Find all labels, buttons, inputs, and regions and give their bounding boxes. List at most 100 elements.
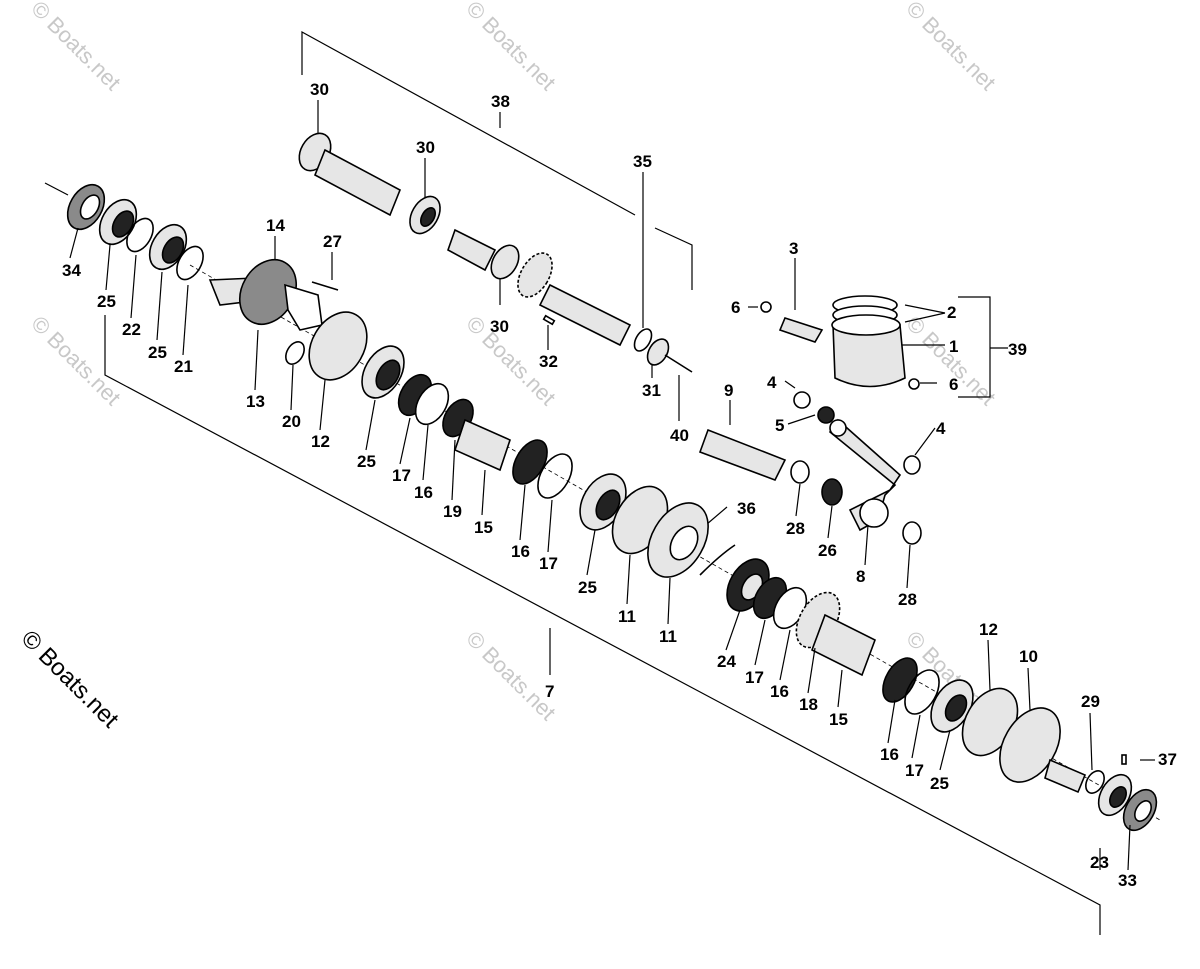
callout-35: 35	[633, 152, 652, 171]
crankshaft-assembly	[66, 183, 1161, 832]
callout-5: 5	[775, 416, 784, 435]
callout-17-d: 17	[905, 761, 924, 780]
callout-12-b: 12	[979, 620, 998, 639]
callout-19: 19	[443, 502, 462, 521]
callout-29: 29	[1081, 692, 1100, 711]
callout-25-d: 25	[578, 578, 597, 597]
callout-13: 13	[246, 392, 265, 411]
part-gear-38	[517, 252, 553, 298]
callout-17-a: 17	[392, 466, 411, 485]
part-9-crank-pin	[698, 428, 787, 482]
callout-15-a: 15	[474, 518, 493, 537]
part-17-seal-b	[537, 453, 573, 499]
callout-32: 32	[539, 352, 558, 371]
callout-3: 3	[789, 239, 798, 258]
callout-24: 24	[717, 652, 736, 671]
callout-34: 34	[62, 261, 81, 280]
callout-11-a: 11	[618, 607, 636, 626]
part-22-ring	[126, 217, 154, 253]
callout-25-a: 25	[97, 292, 116, 311]
callout-17-c: 17	[745, 668, 764, 687]
part-17-seal-d	[904, 669, 940, 715]
part-6-clip-b	[908, 378, 920, 390]
callout-16-d: 16	[880, 745, 899, 764]
part-40-shaft-end	[664, 354, 693, 373]
part-3-piston-pin	[778, 317, 824, 343]
part-32-key	[542, 314, 556, 326]
part-26-needle-bearing	[821, 478, 843, 506]
callout-25-e: 25	[930, 774, 949, 793]
part-21-ring	[176, 245, 204, 281]
part-20-ring	[285, 341, 305, 365]
callout-17-b: 17	[539, 554, 558, 573]
callout-6-a: 6	[731, 298, 740, 317]
callout-12-a: 12	[311, 432, 330, 451]
callout-27: 27	[323, 232, 342, 251]
callout-25-c: 25	[357, 452, 376, 471]
callout-38: 38	[491, 92, 510, 111]
watermark-6: © Boats.net	[901, 311, 1000, 410]
watermark-4: © Boats.net	[26, 311, 125, 410]
callout-37: 37	[1158, 750, 1177, 769]
part-1-piston	[832, 324, 906, 388]
part-30-bearing-c	[490, 244, 520, 280]
watermark-2: © Boats.net	[461, 0, 560, 95]
part-28-washer-b	[902, 521, 922, 545]
callout-21: 21	[174, 357, 193, 376]
callout-16-b: 16	[511, 542, 530, 561]
callout-7: 7	[545, 682, 554, 701]
callout-33: 33	[1118, 871, 1137, 890]
callout-9: 9	[724, 381, 733, 400]
part-15-sleeve-a	[454, 418, 511, 472]
part-12-flywheel-a	[308, 311, 368, 381]
callout-16-a: 16	[414, 483, 433, 502]
part-4-washer-a	[793, 391, 811, 409]
part-4-washer-b	[903, 455, 921, 475]
callout-23: 23	[1090, 853, 1109, 872]
callout-18: 18	[799, 695, 818, 714]
bracket-lines	[44, 30, 1101, 935]
callout-10: 10	[1019, 647, 1038, 666]
part-36-ring	[699, 544, 736, 576]
callout-labels: 30 38 30 35 34 25 22 25 21 14 27 30 32 3…	[62, 80, 1177, 890]
part-14-plate	[284, 283, 323, 331]
callout-20: 20	[282, 412, 301, 431]
upper-shaft-assembly	[298, 132, 693, 373]
callout-25-b: 25	[148, 343, 167, 362]
callout-28-b: 28	[898, 590, 917, 609]
callout-31: 31	[642, 381, 661, 400]
watermark-1: © Boats.net	[26, 0, 125, 95]
callout-8: 8	[856, 567, 865, 586]
callout-11-b: 11	[659, 627, 677, 646]
part-31-bearing	[646, 338, 670, 366]
callout-30-a: 30	[310, 80, 329, 99]
callout-4-a: 4	[767, 373, 777, 392]
callout-leaders	[69, 227, 1155, 871]
callout-4-b: 4	[936, 419, 946, 438]
part-10-crank-half	[999, 707, 1061, 783]
callout-16-c: 16	[770, 682, 789, 701]
callout-1: 1	[949, 337, 958, 356]
callout-30-b: 30	[416, 138, 435, 157]
part-37-key	[1121, 754, 1127, 765]
callout-30-c: 30	[490, 317, 509, 336]
callout-26: 26	[818, 541, 837, 560]
part-6-clip-a	[760, 301, 772, 313]
callout-14: 14	[266, 216, 285, 235]
callout-15-b: 15	[829, 710, 848, 729]
callout-39: 39	[1008, 340, 1027, 359]
callout-28-a: 28	[786, 519, 805, 538]
part-16-seal-d	[882, 657, 918, 703]
part-27-pin	[311, 281, 339, 291]
callout-22: 22	[122, 320, 141, 339]
callout-2: 2	[947, 303, 956, 322]
part-35-ring	[633, 328, 653, 352]
part-29-ring	[1085, 770, 1105, 794]
callout-36: 36	[737, 499, 756, 518]
watermark-7: © Boats.net	[461, 626, 560, 725]
part-15-sleeve-b	[811, 613, 876, 677]
callout-6-b: 6	[949, 375, 958, 394]
part-28-washer-a	[790, 460, 810, 484]
part-16-seal-a	[414, 382, 450, 426]
